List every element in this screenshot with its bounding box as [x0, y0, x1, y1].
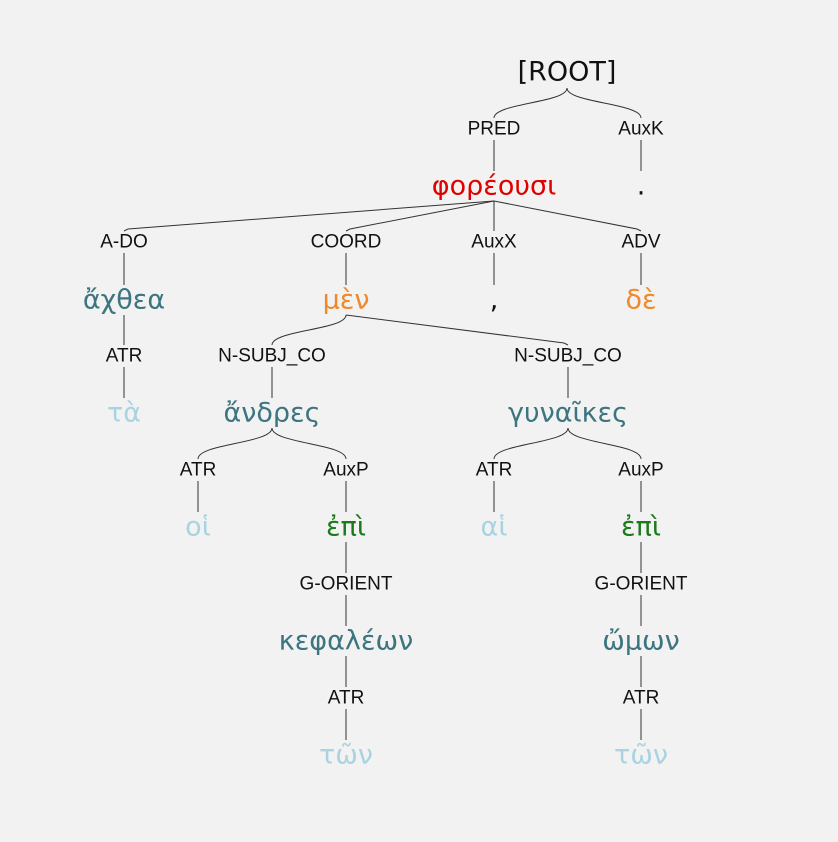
word-node[interactable]: τῶν — [319, 739, 373, 771]
edge-w_andres-r_auxp1 — [271, 427, 347, 460]
word-node[interactable]: κεφαλέων — [278, 625, 414, 657]
relation-label[interactable]: AuxK — [618, 118, 664, 140]
edge-w_andres-r_atr2 — [197, 427, 273, 460]
word-node[interactable]: . — [636, 170, 646, 202]
edge-w_men-r_nsubj2 — [345, 314, 569, 346]
relation-label[interactable]: ATR — [179, 459, 217, 481]
word-node[interactable]: τὰ — [106, 397, 142, 429]
word-node[interactable]: αἱ — [480, 511, 508, 543]
relation-label[interactable]: AuxP — [323, 459, 369, 481]
relation-label[interactable]: A-DO — [100, 231, 148, 253]
edge-n_root-r_pred — [493, 87, 568, 119]
relation-label[interactable]: AuxP — [618, 459, 664, 481]
edge-w_gynaikes-r_auxp2 — [567, 427, 642, 460]
relation-label[interactable]: ATR — [622, 687, 660, 709]
edge-w_foreousi-r_adv — [493, 200, 642, 232]
word-node[interactable]: δὲ — [625, 284, 657, 316]
relation-label[interactable]: ATR — [327, 687, 365, 709]
word-node[interactable]: γυναῖκες — [508, 397, 628, 429]
root-node[interactable]: [ROOT] — [517, 56, 617, 88]
word-node[interactable]: ἐπὶ — [326, 511, 366, 543]
relation-label[interactable]: G-ORIENT — [299, 573, 393, 595]
edge-w_gynaikes-r_atr3 — [493, 427, 569, 460]
relation-label[interactable]: N-SUBJ_CO — [514, 345, 622, 367]
edge-w_men-r_nsubj1 — [271, 314, 347, 346]
word-node[interactable]: οἱ — [185, 511, 211, 543]
edge-w_foreousi-r_ado — [123, 200, 495, 232]
relation-label[interactable]: ADV — [621, 231, 661, 253]
word-node[interactable]: τῶν — [614, 739, 668, 771]
relation-label[interactable]: AuxX — [471, 231, 517, 253]
relation-label[interactable]: PRED — [467, 118, 521, 140]
word-node[interactable]: φορέουσι — [431, 170, 557, 202]
word-node[interactable]: ἄνδρες — [223, 397, 321, 429]
relation-label[interactable]: ATR — [105, 345, 143, 367]
word-node[interactable]: ἐπὶ — [621, 511, 661, 543]
relation-label[interactable]: ATR — [475, 459, 513, 481]
relation-label[interactable]: COORD — [310, 231, 382, 253]
word-node[interactable]: μὲν — [322, 284, 370, 316]
relation-label[interactable]: N-SUBJ_CO — [218, 345, 326, 367]
edge-n_root-r_auxk — [566, 87, 642, 119]
relation-label[interactable]: G-ORIENT — [594, 573, 688, 595]
word-node[interactable]: ἄχθεα — [82, 284, 166, 316]
word-node[interactable]: , — [489, 284, 499, 316]
edge-w_foreousi-r_coord — [345, 200, 495, 232]
word-node[interactable]: ὤμων — [602, 625, 680, 657]
